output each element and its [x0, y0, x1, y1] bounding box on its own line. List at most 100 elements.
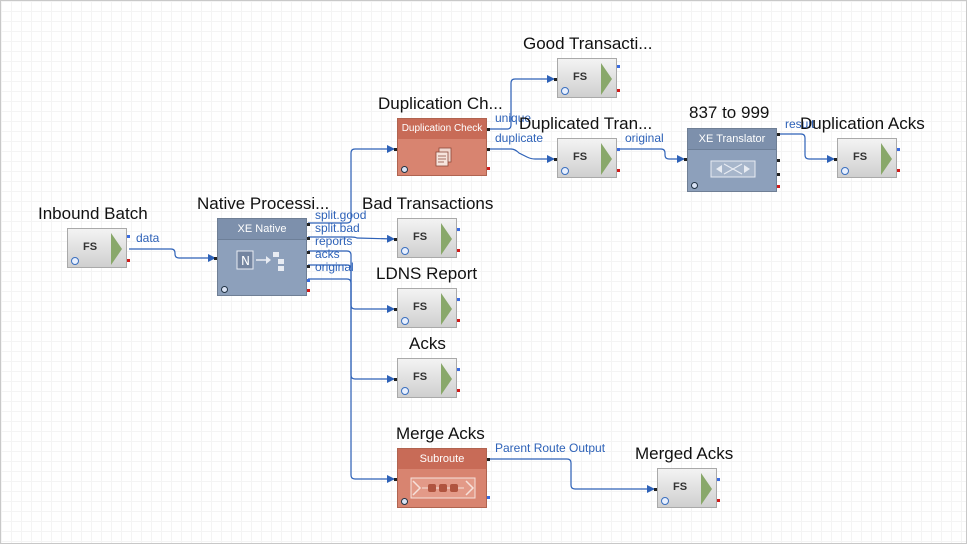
node-acks[interactable]: FS	[394, 358, 460, 398]
output-port-original[interactable]	[307, 279, 310, 282]
magnifier-icon[interactable]	[221, 286, 228, 293]
input-port[interactable]	[654, 488, 657, 491]
output-port-split-bad[interactable]	[307, 237, 310, 240]
port-label-unique: unique	[495, 111, 532, 125]
wire-split-bad	[308, 234, 395, 243]
output-port[interactable]	[717, 478, 720, 481]
output-port[interactable]	[457, 368, 460, 371]
magnifier-icon[interactable]	[401, 317, 409, 325]
magnifier-icon[interactable]	[401, 166, 408, 173]
node-title-duplication-check: Duplication Ch...	[378, 94, 503, 113]
wire-result	[779, 133, 835, 163]
magnifier-icon[interactable]	[841, 167, 849, 175]
output-port-reports[interactable]	[307, 251, 310, 254]
output-port-duplicate[interactable]	[487, 148, 490, 151]
port-label-parent-route-output: Parent Route Output	[495, 441, 606, 455]
magnifier-icon[interactable]	[401, 247, 409, 255]
node-duplication-check[interactable]: Duplication Check	[394, 118, 490, 176]
node-type-label: FS	[412, 301, 428, 313]
input-port[interactable]	[554, 78, 557, 81]
output-port[interactable]	[777, 173, 780, 176]
magnifier-icon[interactable]	[401, 387, 409, 395]
magnifier-icon[interactable]	[661, 497, 669, 505]
input-port[interactable]	[394, 148, 397, 151]
node-type-label: XE Translator	[688, 129, 776, 150]
error-port[interactable]	[127, 259, 130, 262]
error-port[interactable]	[457, 319, 460, 322]
output-port[interactable]	[127, 235, 130, 238]
output-port[interactable]	[897, 148, 900, 151]
fs-arrow-icon	[111, 233, 122, 265]
output-port-unique[interactable]	[487, 128, 490, 131]
node-duplicated-transactions[interactable]: FS	[554, 138, 620, 178]
node-merge-acks[interactable]: Subroute	[394, 448, 490, 508]
wire-duplicate	[489, 148, 555, 163]
input-port[interactable]	[684, 158, 687, 161]
port-label-data: data	[136, 231, 160, 245]
node-good-transactions[interactable]: FS	[554, 58, 620, 98]
port-label-split-good: split.good	[315, 208, 367, 222]
error-port[interactable]	[487, 167, 490, 170]
output-port[interactable]	[457, 228, 460, 231]
error-port[interactable]	[777, 185, 780, 188]
input-port[interactable]	[394, 238, 397, 241]
node-native-processing[interactable]: XE Native N	[214, 218, 310, 296]
port-label-reports: reports	[315, 234, 353, 248]
fs-arrow-icon	[601, 143, 612, 175]
fs-arrow-icon	[601, 63, 612, 95]
output-port[interactable]	[617, 148, 620, 151]
output-port[interactable]	[617, 65, 620, 68]
error-port[interactable]	[717, 499, 720, 502]
port-label-original: original	[315, 260, 354, 274]
error-port[interactable]	[617, 89, 620, 92]
input-port[interactable]	[214, 257, 217, 260]
node-type-label: FS	[572, 151, 588, 163]
node-ldns-report[interactable]: FS	[394, 288, 460, 328]
node-type-label: FS	[82, 241, 98, 253]
port-label-original-translator: original	[625, 131, 664, 145]
output-port-result[interactable]	[777, 133, 780, 136]
output-port-split-good[interactable]	[307, 223, 310, 226]
wire-original2	[619, 148, 685, 163]
node-title-native-processing: Native Processi...	[197, 194, 330, 213]
input-port[interactable]	[394, 308, 397, 311]
native-convert-icon: N	[236, 250, 284, 271]
fs-arrow-icon	[881, 143, 892, 175]
error-port[interactable]	[617, 169, 620, 172]
node-title-acks: Acks	[409, 334, 446, 353]
node-title-bad-transactions: Bad Transactions	[362, 194, 494, 213]
magnifier-icon[interactable]	[401, 498, 408, 505]
wire-split-good	[308, 145, 395, 224]
input-port[interactable]	[394, 378, 397, 381]
node-merged-acks[interactable]: FS	[654, 468, 720, 508]
magnifier-icon[interactable]	[691, 182, 698, 189]
node-bad-transactions[interactable]: FS	[394, 218, 460, 258]
node-title-merge-acks: Merge Acks	[396, 424, 485, 443]
error-port[interactable]	[457, 389, 460, 392]
output-port-acks[interactable]	[307, 265, 310, 268]
node-title-good-transactions: Good Transacti...	[523, 34, 653, 53]
error-port[interactable]	[307, 289, 310, 292]
error-port[interactable]	[897, 169, 900, 172]
node-duplication-acks[interactable]: FS	[834, 138, 900, 178]
node-type-label: FS	[572, 71, 588, 83]
input-port[interactable]	[834, 158, 837, 161]
port-label-result: result	[785, 117, 815, 131]
node-inbound-batch[interactable]: FS	[67, 228, 130, 268]
input-port[interactable]	[554, 158, 557, 161]
magnifier-icon[interactable]	[561, 167, 569, 175]
fs-arrow-icon	[701, 473, 712, 505]
magnifier-icon[interactable]	[561, 87, 569, 95]
output-port[interactable]	[777, 159, 780, 162]
node-837-to-999[interactable]: XE Translator	[684, 128, 780, 192]
output-port-parent-route-output[interactable]	[487, 458, 490, 461]
output-port[interactable]	[457, 298, 460, 301]
error-port[interactable]	[457, 249, 460, 252]
output-port[interactable]	[487, 496, 490, 499]
magnifier-icon[interactable]	[71, 257, 79, 265]
node-title-duplicated-transactions: Duplicated Tran...	[519, 114, 653, 133]
node-title-duplication-acks: Duplication Acks	[800, 114, 925, 133]
input-port[interactable]	[394, 478, 397, 481]
